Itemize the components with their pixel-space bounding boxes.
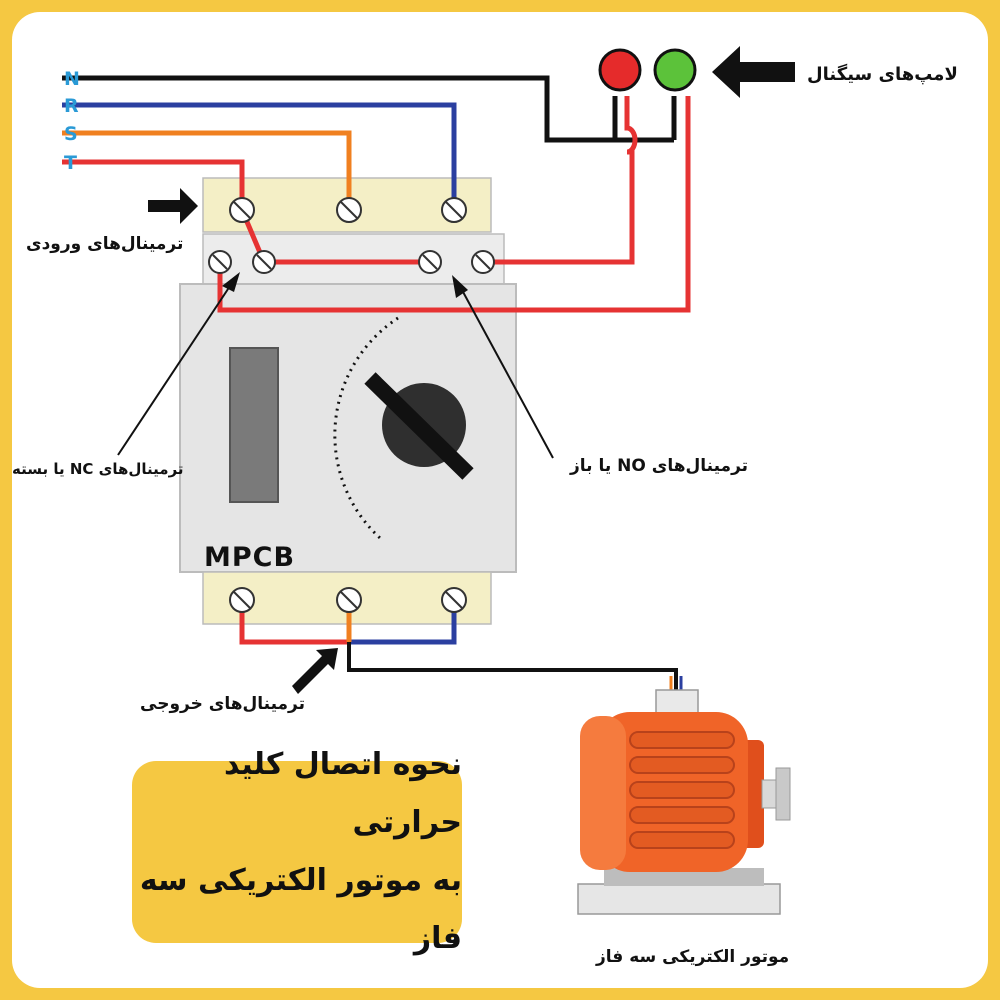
arrow-no-line bbox=[461, 289, 554, 459]
wire-nc-signal bbox=[217, 96, 691, 313]
wire-out-r bbox=[349, 600, 457, 645]
red-signal-lamp bbox=[598, 48, 642, 92]
wire-s bbox=[62, 130, 352, 210]
label-nc-terminals: ترمینال‌های NC یا بسته bbox=[12, 460, 184, 478]
output-screws bbox=[229, 587, 467, 613]
green-signal-lamp bbox=[653, 48, 697, 92]
phase-label-t: T bbox=[64, 152, 77, 174]
label-input-terminals: ترمینال‌های ورودی bbox=[26, 234, 184, 254]
wire-r bbox=[62, 102, 457, 210]
wire-n bbox=[62, 75, 615, 143]
arrow-nc-line bbox=[117, 282, 233, 456]
dial-scale-arc bbox=[333, 316, 399, 540]
title-line-1: نحوه اتصال کلید حرارتی bbox=[224, 747, 462, 840]
phase-label-s: S bbox=[64, 123, 78, 145]
title-box: نحوه اتصال کلید حرارتی به موتور الکتریکی… bbox=[132, 747, 462, 956]
title-line-2: به موتور الکتریکی سه فاز bbox=[139, 863, 462, 956]
device-label: MPCB bbox=[204, 542, 296, 573]
three-phase-motor bbox=[577, 689, 791, 915]
phase-label-n: N bbox=[64, 68, 80, 90]
wiring-diagram bbox=[62, 46, 795, 915]
input-screws bbox=[229, 197, 467, 223]
label-no-terminals: ترمینال‌های NO یا باز bbox=[570, 456, 749, 476]
knob-handle bbox=[364, 372, 474, 480]
auxiliary-screws bbox=[208, 250, 495, 274]
label-motor: موتور الکتریکی سه فاز bbox=[596, 947, 790, 967]
indicator-window bbox=[229, 347, 279, 503]
wire-to-motor bbox=[347, 642, 678, 696]
label-signal-lamps: لامپ‌های سیگنال bbox=[807, 64, 958, 85]
auxiliary-contact-strip bbox=[202, 233, 505, 285]
arrow-output-terminals bbox=[292, 648, 338, 694]
wire-no-signal bbox=[483, 96, 638, 265]
arrow-nc-head bbox=[222, 272, 240, 292]
phase-label-r: R bbox=[64, 95, 79, 117]
arrow-signal-lamps bbox=[712, 46, 795, 98]
arrow-input-terminals bbox=[148, 188, 198, 224]
diagram-canvas: N R S T MPCB لامپ‌های سیگنال ترمینال‌های… bbox=[12, 12, 988, 988]
label-output-terminals: ترمینال‌های خروجی bbox=[140, 694, 306, 714]
wire-out-t bbox=[239, 600, 349, 645]
arrow-no-head bbox=[452, 275, 468, 298]
